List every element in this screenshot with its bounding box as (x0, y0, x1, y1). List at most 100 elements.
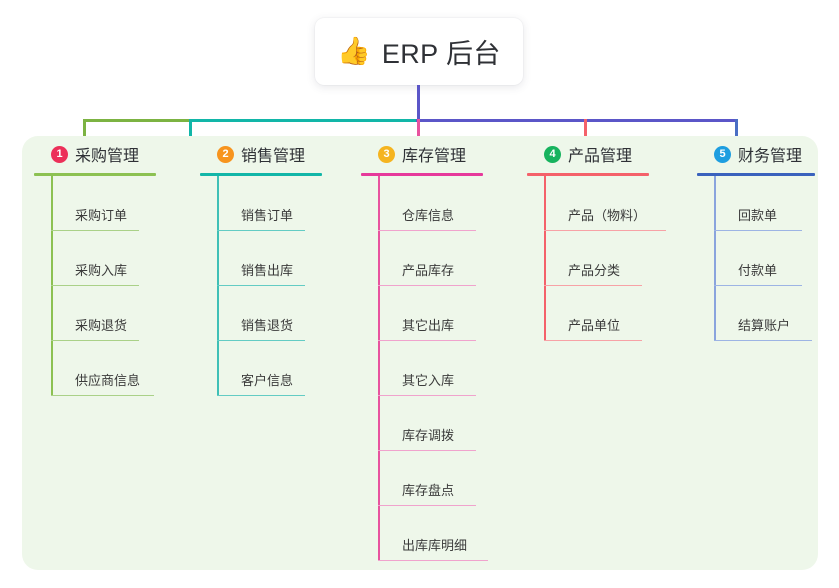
connector-drop-col2 (189, 119, 192, 152)
list-item-label: 采购退货 (75, 318, 128, 333)
connector-bus-purple (416, 119, 738, 122)
list-item[interactable]: 付款单 (714, 231, 827, 286)
column-title: 财务管理 (738, 148, 803, 165)
list-item-rule (217, 284, 305, 286)
column-title: 采购管理 (75, 148, 140, 165)
column-2: 2 销售管理销售订单销售出库销售退货客户信息 (200, 142, 360, 396)
list-item-label: 其它出库 (402, 318, 455, 333)
column-header-rule (361, 173, 483, 176)
column-header-rule (34, 173, 156, 176)
list-item-label: 付款单 (738, 263, 778, 278)
connector-bus-green (83, 119, 191, 122)
list-item-rule (217, 339, 305, 341)
list-item-rule (378, 394, 476, 396)
root-node-card[interactable]: 👍 ERP 后台 (315, 18, 523, 85)
column-items: 回款单付款单结算账户 (714, 176, 827, 341)
list-item[interactable]: 产品（物料） (544, 176, 697, 231)
list-item[interactable]: 产品单位 (544, 286, 697, 341)
list-item-rule (714, 284, 802, 286)
list-item-rule (544, 284, 642, 286)
list-item-label: 产品（物料） (568, 208, 647, 223)
list-item-label: 采购入库 (75, 263, 128, 278)
list-item[interactable]: 出库库明细 (378, 506, 526, 561)
list-item[interactable]: 采购订单 (51, 176, 194, 231)
list-item[interactable]: 供应商信息 (51, 341, 194, 396)
list-item[interactable]: 产品分类 (544, 231, 697, 286)
list-item-label: 其它入库 (402, 373, 455, 388)
list-item-rule (217, 229, 305, 231)
column-5: 5 财务管理回款单付款单结算账户 (697, 142, 827, 341)
list-item-rule (51, 339, 139, 341)
column-header-1[interactable]: 1 采购管理 (34, 142, 194, 166)
connector-drop-col3 (417, 119, 420, 152)
list-item-rule (378, 339, 476, 341)
list-item-rule (51, 284, 139, 286)
list-item[interactable]: 仓库信息 (378, 176, 526, 231)
list-item[interactable]: 销售退货 (217, 286, 360, 341)
list-item-label: 结算账户 (738, 318, 791, 333)
list-item-rule (378, 284, 476, 286)
list-item-rule (378, 449, 476, 451)
list-item-label: 产品单位 (568, 318, 621, 333)
list-item-rule (378, 504, 476, 506)
connector-drop-col1 (83, 119, 86, 152)
column-header-5[interactable]: 5 财务管理 (697, 142, 827, 166)
list-item[interactable]: 采购退货 (51, 286, 194, 341)
list-item-label: 销售出库 (241, 263, 294, 278)
list-item-label: 库存调拨 (402, 428, 455, 443)
list-item-label: 客户信息 (241, 373, 294, 388)
connector-bus-teal (189, 119, 418, 122)
list-item[interactable]: 库存调拨 (378, 396, 526, 451)
list-item[interactable]: 其它入库 (378, 341, 526, 396)
list-item[interactable]: 客户信息 (217, 341, 360, 396)
list-item-rule (714, 339, 812, 341)
column-header-rule (697, 173, 815, 176)
column-title: 库存管理 (402, 148, 467, 165)
connector-root-drop (417, 85, 420, 119)
list-item-label: 采购订单 (75, 208, 128, 223)
list-item-rule (714, 229, 802, 231)
list-item[interactable]: 采购入库 (51, 231, 194, 286)
list-item[interactable]: 产品库存 (378, 231, 526, 286)
list-item-label: 销售退货 (241, 318, 294, 333)
column-items: 销售订单销售出库销售退货客户信息 (217, 176, 360, 396)
thumbs-up-icon: 👍 (337, 36, 371, 66)
column-header-rule (527, 173, 649, 176)
column-spine (714, 176, 716, 341)
number-badge-icon: 5 (714, 145, 731, 163)
list-item-rule (544, 339, 642, 341)
column-title: 销售管理 (241, 148, 306, 165)
column-header-4[interactable]: 4 产品管理 (527, 142, 697, 166)
list-item-label: 库存盘点 (402, 483, 455, 498)
column-header-2[interactable]: 2 销售管理 (200, 142, 360, 166)
list-item-label: 产品分类 (568, 263, 621, 278)
list-item-label: 仓库信息 (402, 208, 455, 223)
list-item-label: 产品库存 (402, 263, 455, 278)
list-item[interactable]: 销售订单 (217, 176, 360, 231)
list-item-rule (378, 559, 488, 561)
list-item[interactable]: 销售出库 (217, 231, 360, 286)
list-item-label: 供应商信息 (75, 373, 141, 388)
column-items: 采购订单采购入库采购退货供应商信息 (51, 176, 194, 396)
connector-drop-col5 (735, 119, 738, 152)
list-item-label: 销售订单 (241, 208, 294, 223)
column-title: 产品管理 (568, 148, 633, 165)
number-badge-icon: 2 (217, 145, 234, 163)
list-item-label: 出库库明细 (402, 538, 468, 553)
list-item[interactable]: 其它出库 (378, 286, 526, 341)
list-item[interactable]: 结算账户 (714, 286, 827, 341)
list-item-rule (51, 394, 154, 396)
column-spine (544, 176, 546, 341)
number-badge-icon: 4 (544, 145, 561, 163)
list-item[interactable]: 回款单 (714, 176, 827, 231)
column-spine (378, 176, 380, 561)
list-item-label: 回款单 (738, 208, 778, 223)
list-item[interactable]: 库存盘点 (378, 451, 526, 506)
list-item-rule (544, 229, 666, 231)
list-item-rule (217, 394, 305, 396)
number-badge-icon: 1 (51, 145, 68, 163)
root-node-title: ERP 后台 (381, 39, 501, 69)
column-4: 4 产品管理产品（物料） 产品分类产品单位 (527, 142, 697, 341)
